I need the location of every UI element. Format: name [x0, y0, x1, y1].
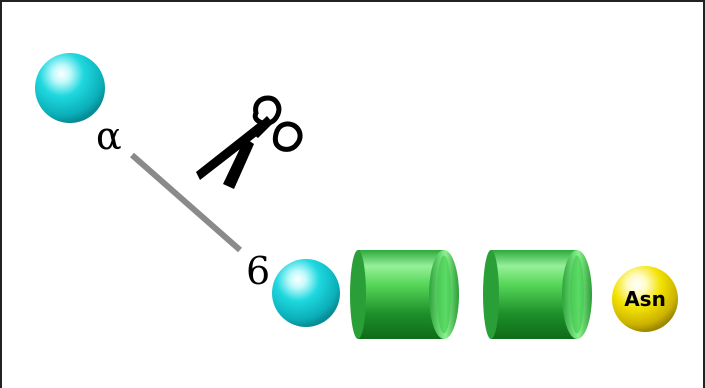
- scissors-icon: [196, 95, 303, 189]
- glycosidic-bond: [130, 152, 242, 253]
- asn-label: Asn: [624, 287, 666, 311]
- asn-sphere: [612, 266, 678, 332]
- glcnac-cylinder-left: [350, 250, 459, 339]
- glcnac-cylinder-right: [483, 250, 592, 339]
- terminal-sugar-sphere: [35, 53, 105, 123]
- linkage-position-label: 6: [246, 249, 270, 293]
- core-sugar-sphere: [272, 259, 340, 327]
- alpha-label: α: [96, 114, 122, 158]
